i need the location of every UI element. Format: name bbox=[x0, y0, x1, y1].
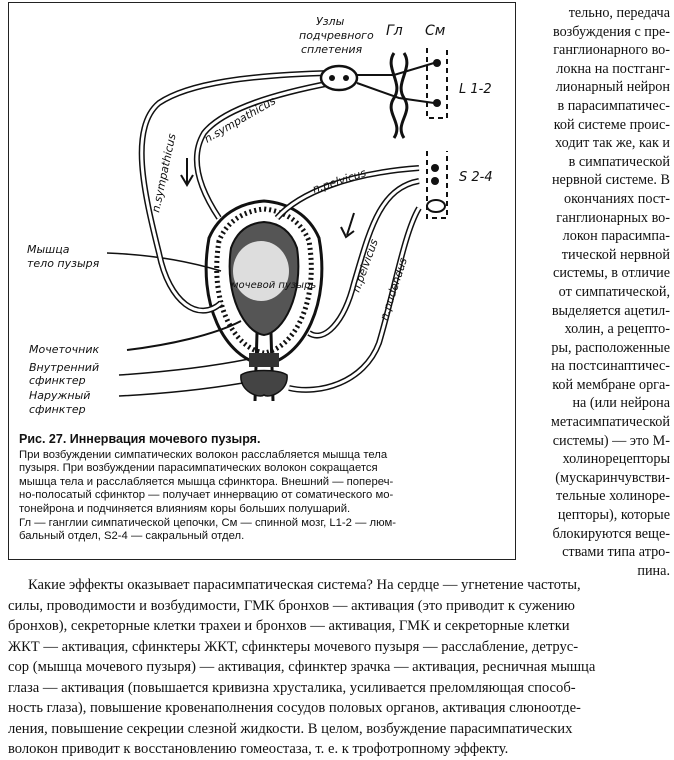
bottom-line: Какие эффекты оказывает парасимпатическа… bbox=[28, 577, 581, 593]
side-line: выделяется ацетил- bbox=[551, 302, 670, 319]
side-line: ры, расположенные bbox=[551, 339, 670, 356]
ureter-label: Мочеточник bbox=[29, 343, 99, 356]
ureter-line bbox=[126, 320, 242, 351]
side-line: на постсинаптичес- bbox=[551, 358, 670, 375]
side-line: на (или нейрона bbox=[572, 395, 670, 412]
bottom-line: волокон приводит к восстановлению гомеос… bbox=[8, 741, 509, 757]
arrow-sympathicus bbox=[180, 158, 194, 187]
side-line: холинорецепторы bbox=[562, 451, 670, 468]
side-line: от симпатической, bbox=[558, 283, 670, 300]
bladder-innervation-diagram: Узлы подчревного сплетения Гл См L 1-2 S… bbox=[27, 15, 493, 416]
side-line: цепторы), которые bbox=[557, 507, 670, 524]
s24-label: S 2-4 bbox=[459, 170, 493, 185]
bottom-paragraph: Какие эффекты оказывает парасимпатическа… bbox=[8, 575, 670, 760]
bladder-muscle-layer bbox=[214, 206, 314, 356]
side-line: ствами типа атро- bbox=[562, 544, 670, 561]
side-line: системы) — это М- bbox=[552, 432, 670, 449]
ganglia-label-2: подчревного bbox=[299, 29, 374, 42]
hypogastric-ganglia bbox=[319, 64, 359, 92]
side-line: тельные холиноре- bbox=[556, 488, 670, 505]
side-line: блокируются веще- bbox=[552, 525, 670, 542]
side-column-text: тельно, передача возбуждения с пре- ганг… bbox=[522, 4, 670, 580]
side-line: лионарный нейрон bbox=[555, 79, 670, 96]
side-line: холин, а рецепто- bbox=[564, 321, 670, 338]
figure-box: Узлы подчревного сплетения Гл См L 1-2 S… bbox=[8, 2, 516, 560]
caption-line: тонейрона и подчиняется влияниям коры бо… bbox=[19, 502, 351, 515]
gl-label: Гл bbox=[386, 23, 403, 39]
inner-sphincter-shape bbox=[249, 353, 279, 367]
muscle-label-1: Мышца bbox=[27, 243, 70, 256]
side-line: метасимпатической bbox=[550, 414, 670, 431]
side-line: кой мембране орга- bbox=[552, 376, 670, 393]
caption-line: мышца тела и расслабляется мышца сфинкто… bbox=[19, 475, 394, 488]
side-line: пина. bbox=[637, 562, 670, 579]
pelvicus-right-label: n.pelvicus bbox=[350, 237, 381, 294]
side-line: системы, в отличие bbox=[553, 265, 670, 282]
caption-line: Гл — ганглии симпатической цепочки, См —… bbox=[19, 516, 396, 529]
spinal-cord-s24 bbox=[426, 151, 448, 219]
inner-sphincter-label-1: Внутренний bbox=[29, 361, 99, 374]
pudendus-label: n.pudendus bbox=[377, 256, 409, 322]
caption-title: Рис. 27. Иннервация мочевого пузыря. bbox=[19, 432, 261, 446]
outer-sphincter-leader bbox=[118, 382, 244, 397]
side-line: нервной системе. В bbox=[551, 172, 670, 189]
side-line: в симпатической bbox=[568, 153, 670, 170]
l12-label: L 1-2 bbox=[459, 82, 492, 97]
bottom-line: ЖКТ — активация, сфинктеры ЖКТ, сфинктер… bbox=[8, 638, 579, 655]
bottom-line: сор (мышца мочевого пузыря) — активация,… bbox=[8, 659, 596, 675]
caption-line: пузыря. При возбуждении парасимпатически… bbox=[19, 462, 378, 475]
side-line: тельно, передача bbox=[568, 5, 670, 21]
bladder-outer-wall bbox=[204, 199, 324, 367]
outer-sphincter-label-2: сфинктер bbox=[29, 403, 86, 416]
caption-line: бальный отдел, S2-4 — сакральный отдел. bbox=[19, 530, 245, 543]
bladder-lumen-highlight bbox=[233, 241, 289, 301]
side-line: возбуждения с пре- bbox=[552, 23, 670, 40]
sympathicus-upper-label: n.sympathicus bbox=[202, 94, 278, 146]
muscle-label-2: тело пузыря bbox=[27, 257, 100, 270]
side-line: ганглионарных во- bbox=[556, 209, 670, 226]
sm-label: См bbox=[425, 23, 446, 39]
pelvicus-upper-label: n.pelvicus bbox=[311, 166, 368, 196]
side-line: тической нервной bbox=[561, 246, 670, 263]
inner-sphincter-label-2: сфинктер bbox=[29, 374, 86, 387]
spinal-cord-l12 bbox=[426, 48, 448, 119]
bottom-line: силы, проводимости и возбудимости, ГМК б… bbox=[8, 597, 575, 614]
caption-line: При возбуждении симпатических волокон ра… bbox=[19, 448, 388, 461]
sympathicus-left-label: n.sympathicus bbox=[149, 132, 178, 213]
side-line: (мускаринчувстви- bbox=[555, 469, 670, 486]
side-line: ходит так же, как и bbox=[555, 135, 670, 152]
side-line: в парасимпатичес- bbox=[557, 97, 670, 114]
side-line: окончаниях пост- bbox=[564, 190, 670, 207]
outer-sphincter-label-1: Наружный bbox=[29, 389, 90, 402]
bottom-line: ления, повышение секреции слезной жидкос… bbox=[8, 720, 573, 737]
ganglia-label-3: сплетения bbox=[301, 43, 363, 56]
caption-line: но-полосатый сфинктор — получает иннерва… bbox=[19, 489, 394, 502]
ganglia-label-1: Узлы bbox=[316, 15, 345, 28]
bottom-line: ность глаза), повышение кровенаполнения … bbox=[8, 700, 581, 716]
side-line: кой системе проис- bbox=[553, 116, 670, 133]
bladder-label: мочевой пузырь bbox=[231, 280, 316, 291]
outer-sphincter-shape bbox=[240, 369, 288, 397]
side-line: локна на постганг- bbox=[556, 60, 670, 77]
inner-sphincter-leader bbox=[118, 358, 250, 376]
figure-caption: Рис. 27. Иннервация мочевого пузыря. При… bbox=[19, 432, 503, 544]
bottom-line: бронхов), секреторные клетки трахеи и бр… bbox=[8, 618, 570, 634]
arrow-pelvicus bbox=[340, 212, 355, 239]
sympathetic-chain bbox=[389, 52, 399, 139]
bottom-line: глаза — активация (повышается кривизна х… bbox=[8, 679, 576, 696]
side-line: ганглионарного во- bbox=[553, 42, 670, 59]
muscle-leader bbox=[106, 252, 222, 272]
caption-body: При возбуждении симпатических волокон ра… bbox=[19, 449, 503, 544]
side-line: локон парасимпа- bbox=[562, 228, 670, 245]
